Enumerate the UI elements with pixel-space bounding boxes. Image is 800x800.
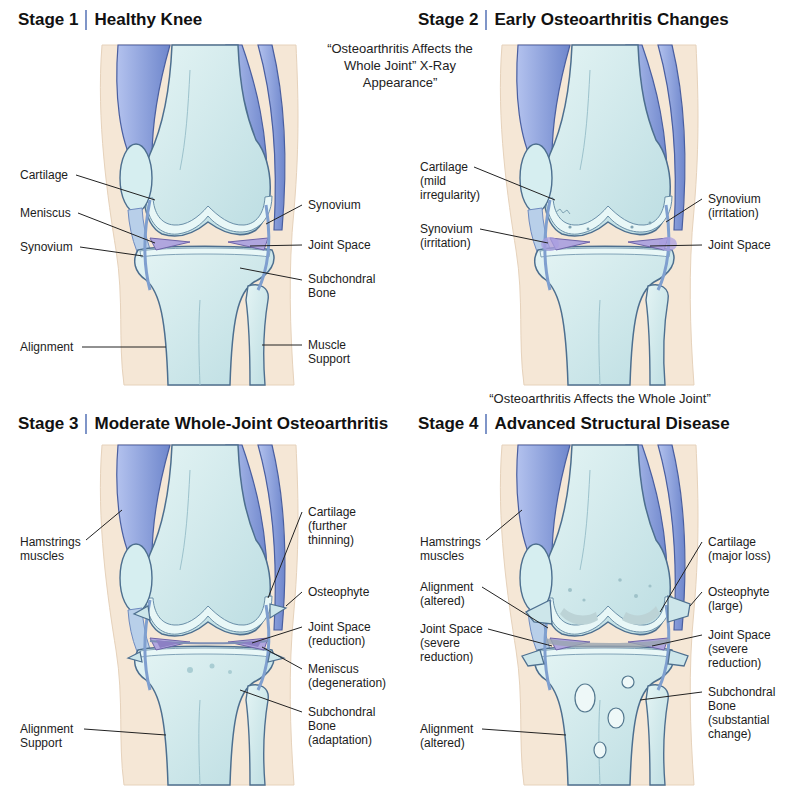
part-label: Joint Space (severe reduction) — [708, 628, 788, 670]
quote-note: “Osteoarthritis Affects the Whole Joint”… — [325, 40, 475, 91]
stage-number: Stage 1 — [18, 10, 78, 30]
part-label: Cartilage (major loss) — [708, 535, 788, 563]
stage-title: Advanced Structural Disease — [494, 414, 729, 434]
part-label: Osteophyte (large) — [708, 585, 788, 613]
part-label: Joint Space (severe reduction) — [420, 622, 492, 664]
part-label: Joint Space — [708, 238, 788, 252]
part-label: Synovium (irritation) — [708, 192, 788, 220]
part-label: Alignment (altered) — [420, 722, 492, 750]
part-label: Muscle Support — [308, 338, 388, 366]
part-label: Joint Space — [308, 238, 388, 252]
leader-lines — [76, 167, 702, 735]
part-label: Cartilage — [20, 168, 92, 182]
part-label: Meniscus — [20, 206, 92, 220]
stage-title: Early Osteoarthritis Changes — [494, 10, 728, 30]
part-label: Cartilage (mild irregularity) — [420, 160, 492, 202]
stage-title: Moderate Whole-Joint Osteoarthritis — [94, 414, 388, 434]
part-label: Subchondral Bone (substantial change) — [708, 685, 788, 741]
part-label: Subchondral Bone (adaptation) — [308, 705, 388, 747]
part-label: Synovium — [308, 198, 388, 212]
part-label: Osteophyte — [308, 585, 388, 599]
part-label: Alignment (altered) — [420, 580, 492, 608]
part-label: Alignment — [20, 340, 92, 354]
part-label: Cartilage (further thinning) — [308, 505, 388, 547]
stage-number: Stage 2 — [418, 10, 478, 30]
stage-number: Stage 3 — [18, 414, 78, 434]
stage-number: Stage 4 — [418, 414, 478, 434]
heading-separator — [85, 414, 87, 434]
part-label: Synovium (irritation) — [420, 222, 492, 250]
heading-separator — [485, 414, 487, 434]
stage-title: Healthy Knee — [94, 10, 202, 30]
part-label: Subchondral Bone — [308, 272, 388, 300]
quote-note: “Osteoarthritis Affects the Whole Joint” — [460, 390, 740, 407]
part-label: Hamstrings muscles — [420, 535, 492, 563]
heading-separator — [85, 10, 87, 30]
part-label: Joint Space (reduction) — [308, 620, 388, 648]
part-label: Hamstrings muscles — [20, 535, 92, 563]
part-label: Alignment Support — [20, 722, 92, 750]
part-label: Synovium — [20, 240, 92, 254]
part-label: Meniscus (degeneration) — [308, 662, 388, 690]
heading-separator — [485, 10, 487, 30]
